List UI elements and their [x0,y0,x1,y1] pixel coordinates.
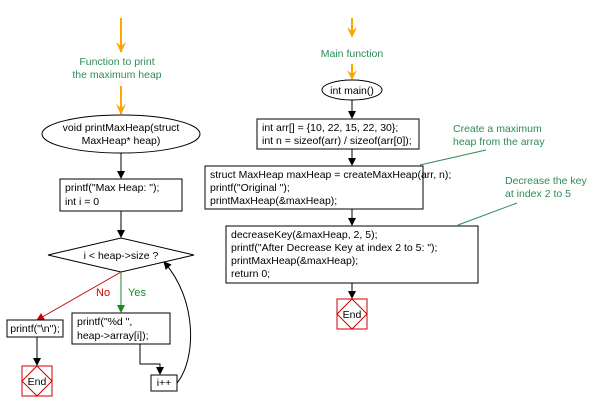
end-node-left-diamond [21,365,53,397]
loop-back-edge [163,261,192,384]
array-init-box [256,118,420,150]
decrease-key-note-line2: at index 2 to 5 [505,188,571,200]
decrease-key-note-line1: Decrease the key [505,175,587,187]
end-node-left-label: End [28,376,47,388]
print-element-line2: heap->array[i]); [77,330,149,342]
array-init-line1: int arr[] = {10, 22, 15, 22, 30}; [262,122,398,134]
end-node-right-label: End [343,309,362,321]
end-node-right-diamond [336,298,368,330]
decrease-key-box [225,225,479,284]
yes-branch-label: Yes [128,287,146,299]
function-note-line1: Function to print [79,56,154,68]
no-branch-label: No [96,287,110,299]
create-heap-box [204,165,424,210]
decrease-key-line3: printMaxHeap(&maxHeap); [231,255,358,267]
newline-box [6,319,64,338]
newline-box-label: printf("\n"); [10,323,59,335]
function-header-line2: MaxHeap* heap) [82,135,161,147]
create-heap-line2: printf("Original "); [210,182,290,194]
create-heap-note-connector [419,149,487,166]
create-heap-note-line2: heap from the array [453,136,545,148]
decrease-key-note-connector [457,202,518,226]
no-branch-edge [36,271,122,321]
create-heap-note-line1: Create a maximum [453,123,542,135]
edge-print-to-increment [139,344,164,375]
entry-arrowhead-mid-left [116,104,126,115]
entry-arrowhead-top-right [347,27,357,38]
main-function-note: Main function [321,48,384,60]
create-heap-line3: printMaxHeap(&maxHeap); [210,195,337,207]
print-element-line1: printf("%d ", [77,316,132,328]
function-header-ellipse [41,114,201,154]
array-init-line2: int n = sizeof(arr) / sizeof(arr[0]); [262,135,412,147]
init-box-line2: int i = 0 [65,196,99,208]
entry-arrowhead-top-left [116,42,126,53]
loop-condition-label: i < heap->size ? [84,250,159,262]
init-box [59,178,183,212]
decrease-key-line2: printf("After Decrease Key at index 2 to… [231,242,437,254]
print-element-box [71,312,171,345]
entry-arrowhead-mid-right [347,70,357,80]
decrease-key-line1: decreaseKey(&maxHeap, 2, 5); [231,229,378,241]
decrease-key-line4: return 0; [231,268,270,280]
create-heap-line1: struct MaxHeap maxHeap = createMaxHeap(a… [210,169,451,181]
increment-box-label: i++ [157,377,172,389]
main-header-label: int main() [330,85,374,97]
function-note-line2: the maximum heap [72,69,161,81]
init-box-line1: printf("Max Heap: "); [65,182,159,194]
function-header-line1: void printMaxHeap(struct [63,122,180,134]
